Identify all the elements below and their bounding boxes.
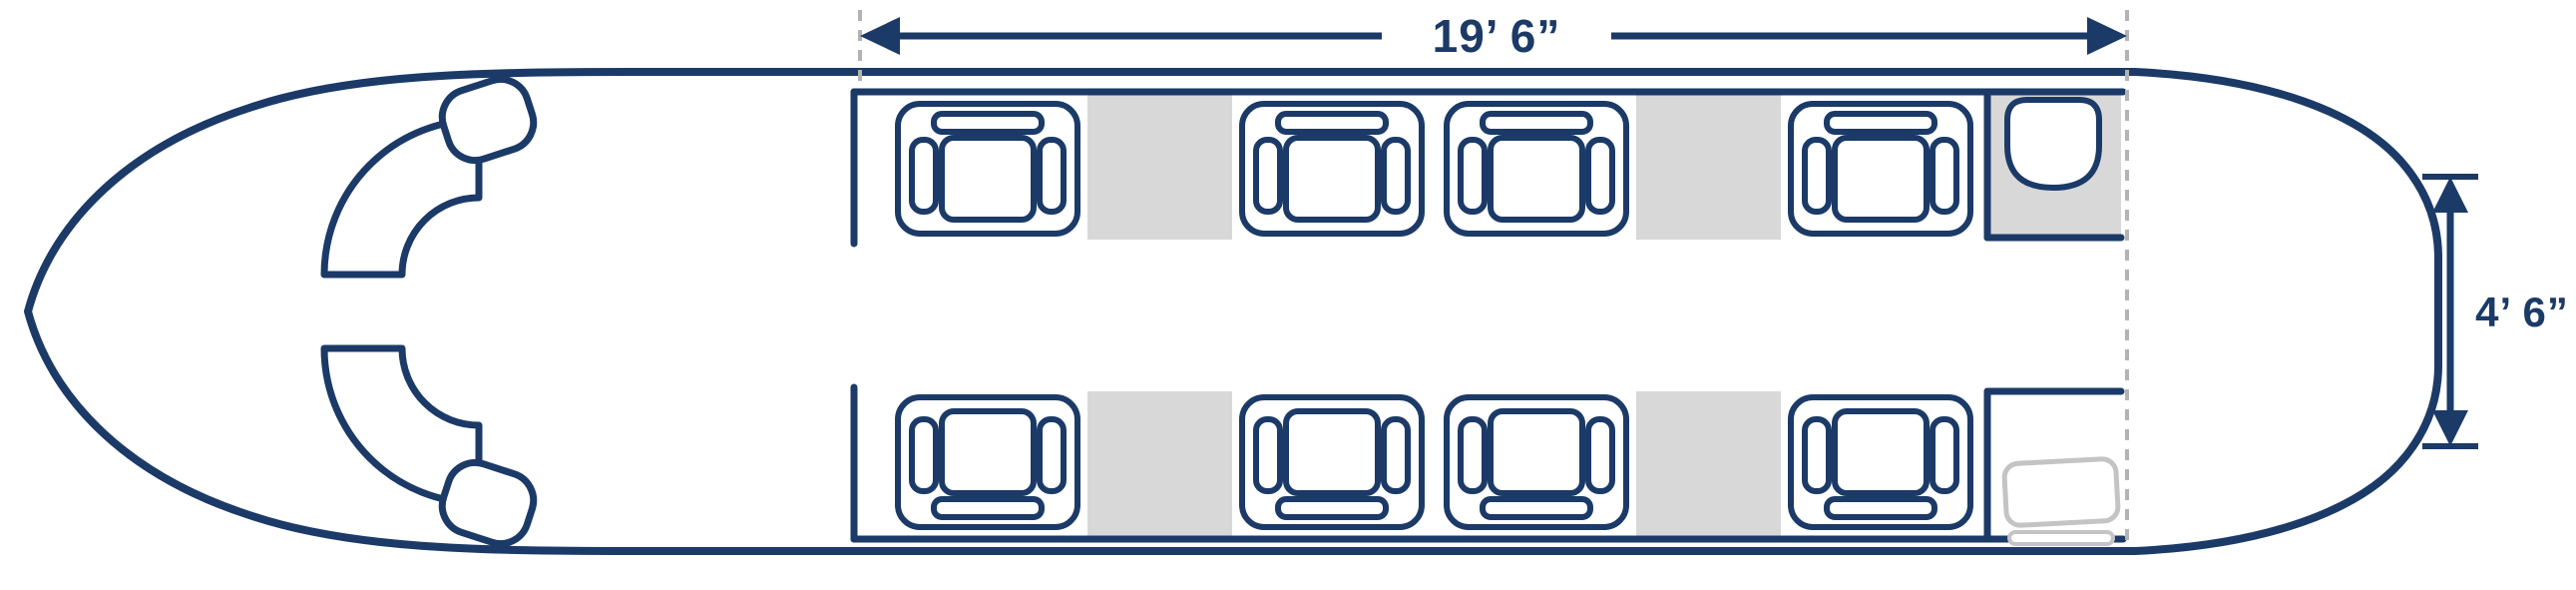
length-dimension: 19’ 6” xyxy=(860,10,2127,62)
cabin-width-label: 4’ 6” xyxy=(2475,289,2569,335)
side-table-bottom-aft xyxy=(1636,391,1781,539)
width-dimension: 4’ 6” xyxy=(2422,174,2569,449)
passenger-seat-2 xyxy=(1242,104,1422,234)
reference-lines xyxy=(858,10,2129,547)
toilet-icon xyxy=(2004,97,2102,191)
cabin-length-label: 19’ 6” xyxy=(1433,10,1561,62)
arrowhead-up-icon xyxy=(2432,177,2468,213)
arrowhead-down-icon xyxy=(2432,410,2468,446)
cockpit-headrest-top-icon xyxy=(438,75,538,165)
passenger-seat-6 xyxy=(1242,397,1422,527)
passenger-seat-5 xyxy=(898,397,1077,527)
passenger-seat-8 xyxy=(1791,397,1970,527)
arrowhead-right-icon xyxy=(2087,17,2127,55)
arrowhead-left-icon xyxy=(860,17,900,55)
side-table-top-aft xyxy=(1636,92,1781,240)
cockpit xyxy=(320,75,538,548)
passenger-seat-4 xyxy=(1791,104,1970,234)
passenger-seat-3 xyxy=(1447,104,1626,234)
passenger-seat-7 xyxy=(1447,397,1626,527)
aft-cabinet-top-icon xyxy=(2001,456,2121,528)
side-table-top-forward xyxy=(1087,92,1232,240)
side-table-bottom-forward xyxy=(1087,391,1232,539)
cockpit-headrest-bottom-icon xyxy=(438,458,538,548)
aft-cabinet xyxy=(2001,456,2121,546)
cabin-floor-blocks xyxy=(1087,92,2121,539)
passenger-seat-1 xyxy=(898,104,1077,234)
cabin-walls xyxy=(850,88,2127,543)
aft-cabinet-base-icon xyxy=(2007,530,2115,546)
